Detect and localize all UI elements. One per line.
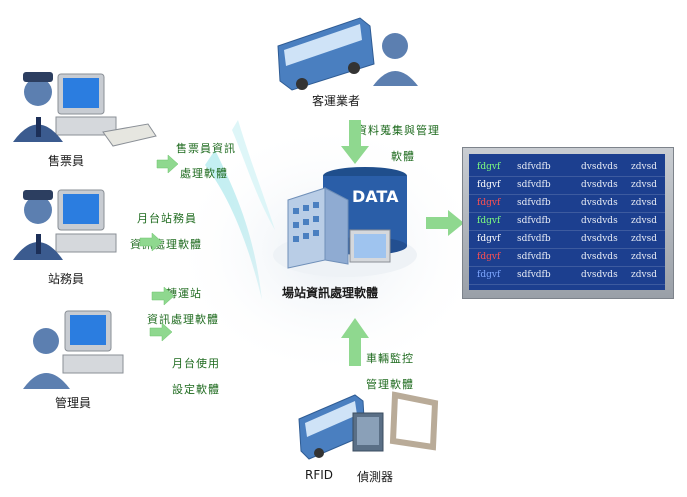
display-row: fdgvf sdfvdfb dvsdvds zdvsd xyxy=(469,196,665,213)
display-cell: fdgvf xyxy=(477,180,501,190)
display-cell: zdvsd xyxy=(631,180,657,190)
detector-label: 偵測器 xyxy=(357,470,394,484)
db-label: DATA xyxy=(352,187,399,206)
display-row: fdgvf sdfvdfb dvsdvds zdvsd xyxy=(469,232,665,249)
arrow-down-to-db xyxy=(341,120,369,164)
transfer-software-label-1: 轉運站 xyxy=(166,287,202,300)
display-cell: fdgvf xyxy=(477,270,501,280)
transfer-software-label-2: 資訊處理軟體 xyxy=(147,313,219,326)
display-row: fdgvf sdfvdfb dvsdvds zdvsd xyxy=(469,268,665,285)
display-cell: zdvsd xyxy=(631,198,657,208)
display-cell: sdfvdfb xyxy=(517,198,551,208)
display-cell: zdvsd xyxy=(631,162,657,172)
display-cell: sdfvdfb xyxy=(517,234,551,244)
display-cell: zdvsd xyxy=(631,270,657,280)
operator-label: 客運業者 xyxy=(312,94,361,108)
station-staff-illustration xyxy=(13,189,117,260)
vehicle-monitor-label-2: 管理軟體 xyxy=(366,378,414,391)
ticket-software-label-2: 處理軟體 xyxy=(180,167,228,180)
display-row: fdgvf sdfvdfb dvsdvds zdvsd xyxy=(469,160,665,177)
center-system-illustration xyxy=(273,167,417,277)
platform-software-label-1: 月台站務員 xyxy=(137,212,197,225)
rfid-detector-illustration xyxy=(298,391,439,460)
center-title: 場站資訊處理軟體 xyxy=(282,286,379,300)
arrow-ticket xyxy=(156,154,179,174)
ticket-seller-label: 售票員 xyxy=(48,154,85,168)
arrow-platform-config xyxy=(149,322,173,342)
arrow-platform xyxy=(139,232,163,252)
data-collection-label-2: 軟體 xyxy=(391,150,415,163)
display-cell: sdfvdfb xyxy=(517,270,551,280)
display-cell: sdfvdfb xyxy=(517,216,551,226)
arrow-up-to-system xyxy=(341,318,369,366)
arrow-transfer xyxy=(151,286,175,306)
display-cell: zdvsd xyxy=(631,216,657,226)
display-screen: fdgvf sdfvdfb dvsdvds zdvsd fdgvf sdfvdfb dvsd… xyxy=(469,154,665,290)
data-collection-label-1: 資料蒐集與管理 xyxy=(356,124,440,137)
administrator-label: 管理員 xyxy=(55,396,92,410)
display-row: fdgvf sdfvdfb dvsdvds zdvsd xyxy=(469,250,665,267)
display-cell: zdvsd xyxy=(631,234,657,244)
display-cell: sdfvdfb xyxy=(517,180,551,190)
display-cell: dvsdvds xyxy=(581,234,618,244)
display-cell: fdgvf xyxy=(477,252,501,262)
vehicle-monitor-label-1: 車輛監控 xyxy=(366,352,414,365)
display-cell: fdgvf xyxy=(477,198,501,208)
rfid-label: RFID xyxy=(305,468,334,482)
display-cell: dvsdvds xyxy=(581,162,618,172)
platform-config-label-1: 月台使用 xyxy=(172,357,220,370)
display-board: fdgvf sdfvdfb dvsdvds zdvsd fdgvf sdfvdfb dvsd… xyxy=(462,147,674,299)
administrator-illustration xyxy=(23,310,124,389)
display-cell: fdgvf xyxy=(477,234,501,244)
arrow-to-display xyxy=(426,210,464,236)
station-staff-label: 站務員 xyxy=(48,272,85,286)
display-cell: dvsdvds xyxy=(581,216,618,226)
display-cell: sdfvdfb xyxy=(517,162,551,172)
display-row: fdgvf sdfvdfb dvsdvds zdvsd xyxy=(469,214,665,231)
display-cell: dvsdvds xyxy=(581,270,618,280)
display-cell: dvsdvds xyxy=(581,180,618,190)
display-cell: fdgvf xyxy=(477,162,501,172)
display-cell: sdfvdfb xyxy=(517,252,551,262)
operator-illustration xyxy=(277,17,418,91)
display-cell: fdgvf xyxy=(477,216,501,226)
display-row: fdgvf sdfvdfb dvsdvds zdvsd xyxy=(469,178,665,195)
display-cell: dvsdvds xyxy=(581,252,618,262)
display-cell: zdvsd xyxy=(631,252,657,262)
display-cell: dvsdvds xyxy=(581,198,618,208)
ticket-seller-illustration xyxy=(13,72,157,147)
platform-config-label-2: 設定軟體 xyxy=(172,383,220,396)
ticket-software-label-1: 售票員資訊 xyxy=(176,142,236,155)
